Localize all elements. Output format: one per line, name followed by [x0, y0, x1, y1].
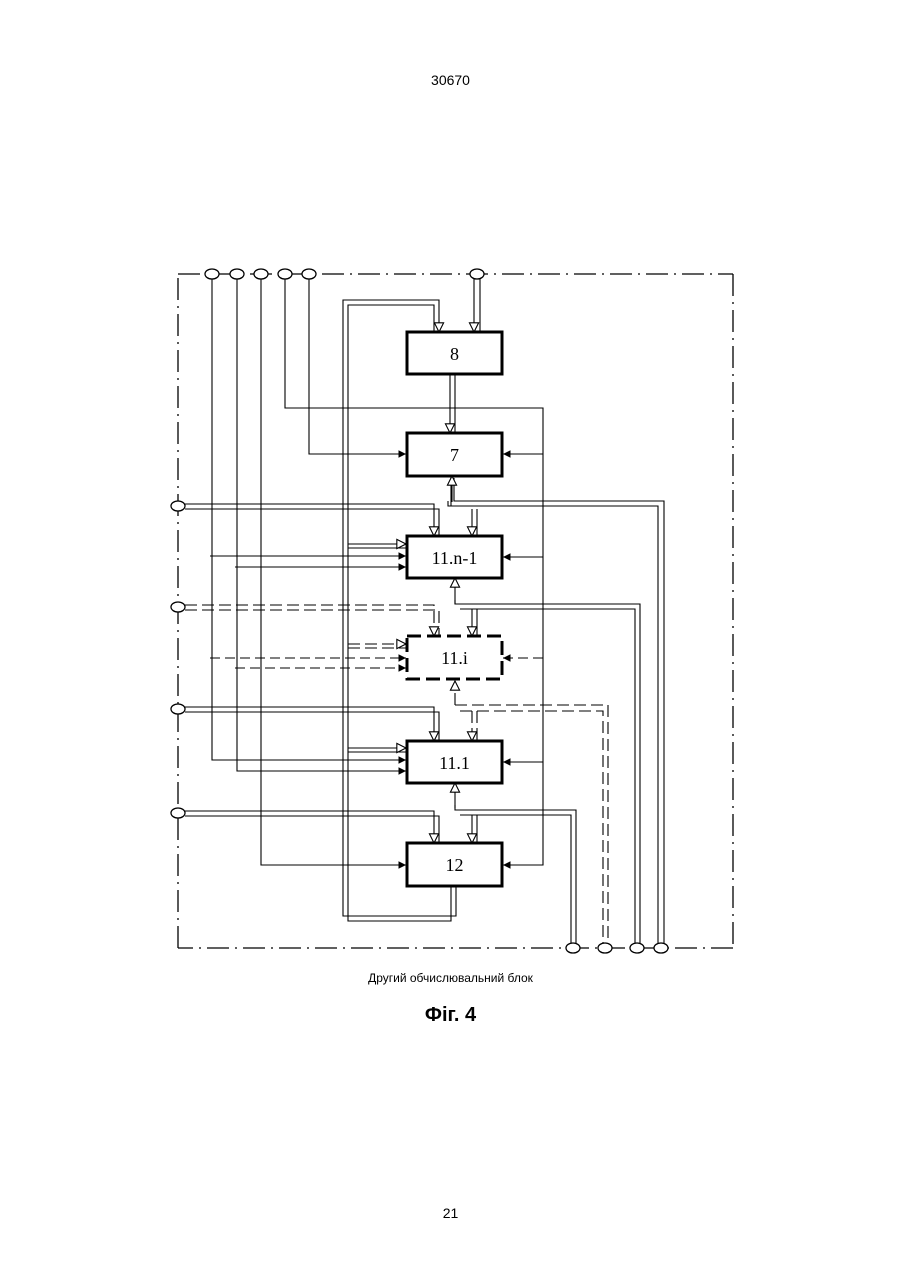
block-11-n-1-label: 11.n-1 [432, 548, 478, 568]
block-8: 8 [407, 332, 502, 374]
block-7-label: 7 [450, 445, 459, 465]
dashed-data-buses [185, 605, 608, 943]
block-11-1: 11.1 [407, 741, 502, 783]
block-8-label: 8 [450, 344, 459, 364]
block-12-label: 12 [446, 855, 464, 875]
block-11-i-label: 11.i [441, 648, 468, 668]
block-11-1-label: 11.1 [439, 753, 470, 773]
figure-label: Фіг. 4 [0, 1004, 901, 1027]
block-7: 7 [407, 433, 502, 476]
block-11-n-1: 11.n-1 [407, 536, 502, 578]
block-12: 12 [407, 843, 502, 886]
page-footer-number: 21 [0, 1205, 901, 1221]
figure-caption: Другий обчислювальний блок [0, 971, 901, 985]
block-11-i: 11.i [407, 636, 502, 679]
